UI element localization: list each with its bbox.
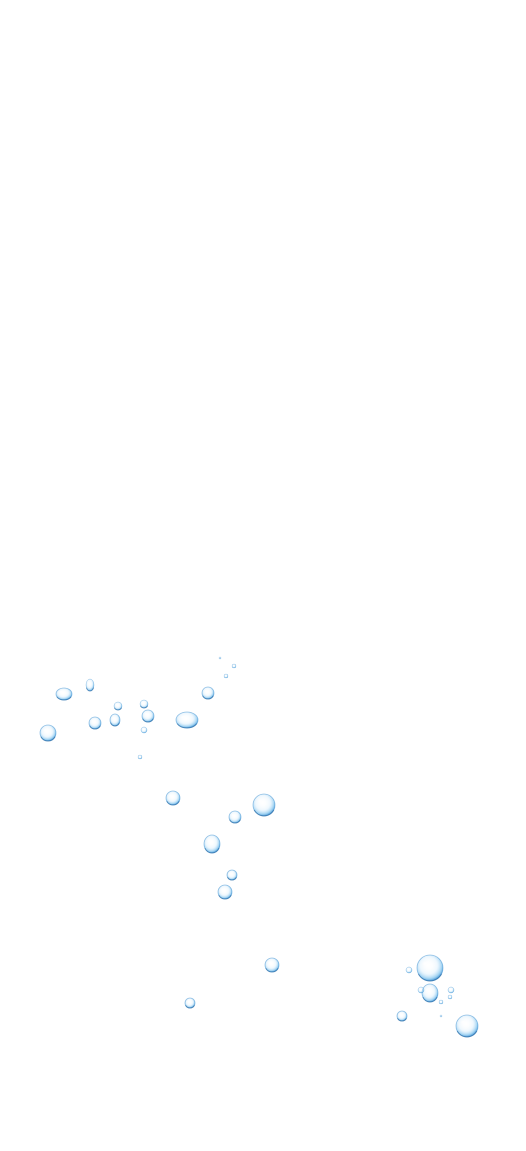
droplet-highlight — [231, 813, 235, 817]
water-droplet — [447, 986, 455, 994]
water-droplet — [137, 754, 143, 760]
droplet-shadow-rim — [56, 696, 72, 701]
droplet-body — [447, 986, 455, 994]
droplet-shadow-rim — [142, 718, 154, 723]
water-droplet — [55, 687, 73, 701]
droplet-shadow-rim — [139, 705, 149, 709]
water-droplet — [184, 997, 196, 1009]
water-droplet — [226, 869, 238, 881]
droplet-highlight — [42, 728, 48, 732]
water-droplet — [139, 699, 149, 709]
water-droplet — [438, 999, 444, 1005]
droplet-shadow-rim — [253, 809, 275, 817]
droplet-body — [417, 986, 425, 994]
water-droplet — [223, 673, 229, 679]
droplet-body — [140, 726, 148, 734]
droplet-body — [137, 754, 143, 760]
water-droplet — [416, 954, 444, 982]
droplet-body — [218, 656, 222, 660]
water-droplet — [421, 983, 439, 1003]
droplet-highlight — [460, 1019, 467, 1025]
water-droplet — [447, 994, 453, 1000]
droplet-highlight — [204, 689, 208, 693]
droplet-highlight — [424, 988, 430, 992]
droplet-highlight — [228, 872, 232, 875]
droplet-highlight — [220, 888, 225, 891]
droplet-shadow-rim — [218, 894, 232, 900]
droplet-highlight — [398, 1013, 402, 1016]
water-droplet — [217, 884, 233, 900]
water-droplet — [455, 1014, 479, 1038]
droplet-highlight — [111, 716, 115, 720]
droplet-highlight — [206, 839, 212, 843]
droplet-highlight — [257, 798, 264, 804]
droplet-highlight — [144, 712, 148, 716]
droplet-highlight — [115, 703, 118, 706]
water-droplet — [252, 793, 276, 817]
water-droplet — [228, 810, 242, 824]
droplet-shadow-rim — [113, 707, 123, 711]
droplet-shadow-rim — [166, 800, 180, 806]
droplet-shadow-rim — [422, 996, 438, 1003]
droplet-group — [39, 656, 479, 1038]
water-droplet — [231, 663, 237, 669]
droplet-body — [223, 673, 229, 679]
droplet-shadow-rim — [204, 847, 220, 854]
water-droplet — [165, 790, 181, 806]
water-droplet — [417, 986, 425, 994]
droplet-shadow-rim — [265, 967, 279, 973]
droplet-shadow-rim — [227, 876, 237, 881]
droplet-highlight — [58, 690, 64, 694]
droplet-shadow-rim — [397, 1017, 407, 1022]
droplet-highlight — [168, 794, 173, 797]
droplet-shadow-rim — [110, 722, 120, 727]
water-droplet — [109, 713, 121, 727]
water-droplet — [141, 709, 155, 723]
droplet-highlight — [180, 715, 187, 719]
droplet-shadow-rim — [85, 687, 95, 692]
droplet-shadow-rim — [40, 736, 56, 742]
droplet-shadow-rim — [229, 819, 241, 824]
water-droplet — [405, 966, 413, 974]
water-droplet — [218, 656, 222, 660]
water-droplet — [140, 726, 148, 734]
droplet-body — [439, 1014, 443, 1018]
water-droplet — [113, 701, 123, 711]
droplet-highlight — [421, 960, 430, 967]
water-droplet — [396, 1010, 408, 1022]
droplet-body — [438, 999, 444, 1005]
water-droplet — [175, 711, 199, 729]
droplet-shadow-rim — [202, 695, 214, 700]
droplet-body — [447, 994, 453, 1000]
water-droplet — [39, 724, 57, 742]
droplet-shadow-rim — [456, 1030, 478, 1038]
droplet-shadow-rim — [176, 723, 198, 729]
water-droplet — [201, 686, 215, 700]
water-droplet — [85, 678, 95, 692]
droplet-highlight — [267, 961, 272, 964]
water-droplet — [203, 834, 221, 854]
droplet-shadow-rim — [185, 1004, 195, 1009]
droplet-shadow-rim — [89, 725, 101, 730]
droplet-highlight — [186, 1000, 190, 1003]
water-droplet — [88, 716, 102, 730]
droplet-body — [405, 966, 413, 974]
water-droplet — [264, 957, 280, 973]
droplet-highlight — [141, 701, 144, 704]
droplet-highlight — [91, 719, 95, 723]
droplet-body — [231, 663, 237, 669]
droplet-shadow-rim — [417, 973, 443, 982]
droplet-highlight — [87, 681, 90, 685]
water-droplet — [439, 1014, 443, 1018]
